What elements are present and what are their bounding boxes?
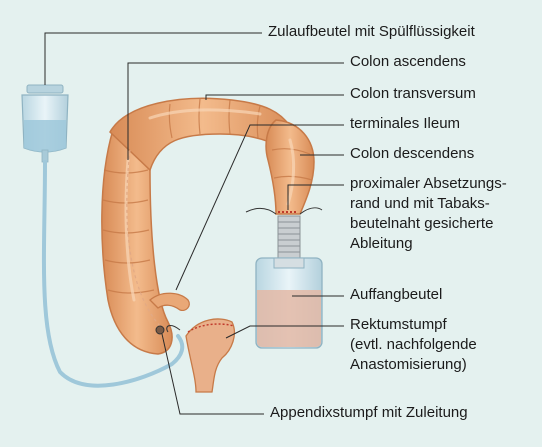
collection-bag — [256, 258, 322, 348]
drainage-connector — [278, 216, 300, 260]
label-appendix-stump: Appendixstumpf mit Zuleitung — [270, 403, 468, 423]
label-collection-bag: Auffangbeutel — [350, 285, 442, 305]
rectal-stump — [186, 319, 234, 392]
irrigation-bag — [22, 85, 68, 162]
label-descending-colon: Colon descendens — [350, 144, 474, 164]
label-irrigation-bag: Zulaufbeutel mit Spülflüssigkeit — [268, 22, 475, 42]
label-proximal-margin-line4: Ableitung — [350, 234, 413, 254]
label-rectal-stump-line1: Rektumstumpf — [350, 315, 447, 335]
label-rectal-stump-line2: (evtl. nachfolgende — [350, 335, 477, 355]
label-proximal-margin-line2: rand und mit Tabaks- — [350, 194, 490, 214]
label-proximal-margin-line1: proximaler Absetzungs- — [350, 174, 507, 194]
appendix-stump-knot — [156, 326, 164, 334]
label-ascending-colon: Colon ascendens — [350, 52, 466, 72]
label-proximal-margin-line3: beutelnaht gesicherte — [350, 214, 493, 234]
label-transverse-colon: Colon transversum — [350, 84, 476, 104]
label-rectal-stump-line3: Anastomisierung) — [350, 355, 467, 375]
label-terminal-ileum: terminales Ileum — [350, 114, 460, 134]
